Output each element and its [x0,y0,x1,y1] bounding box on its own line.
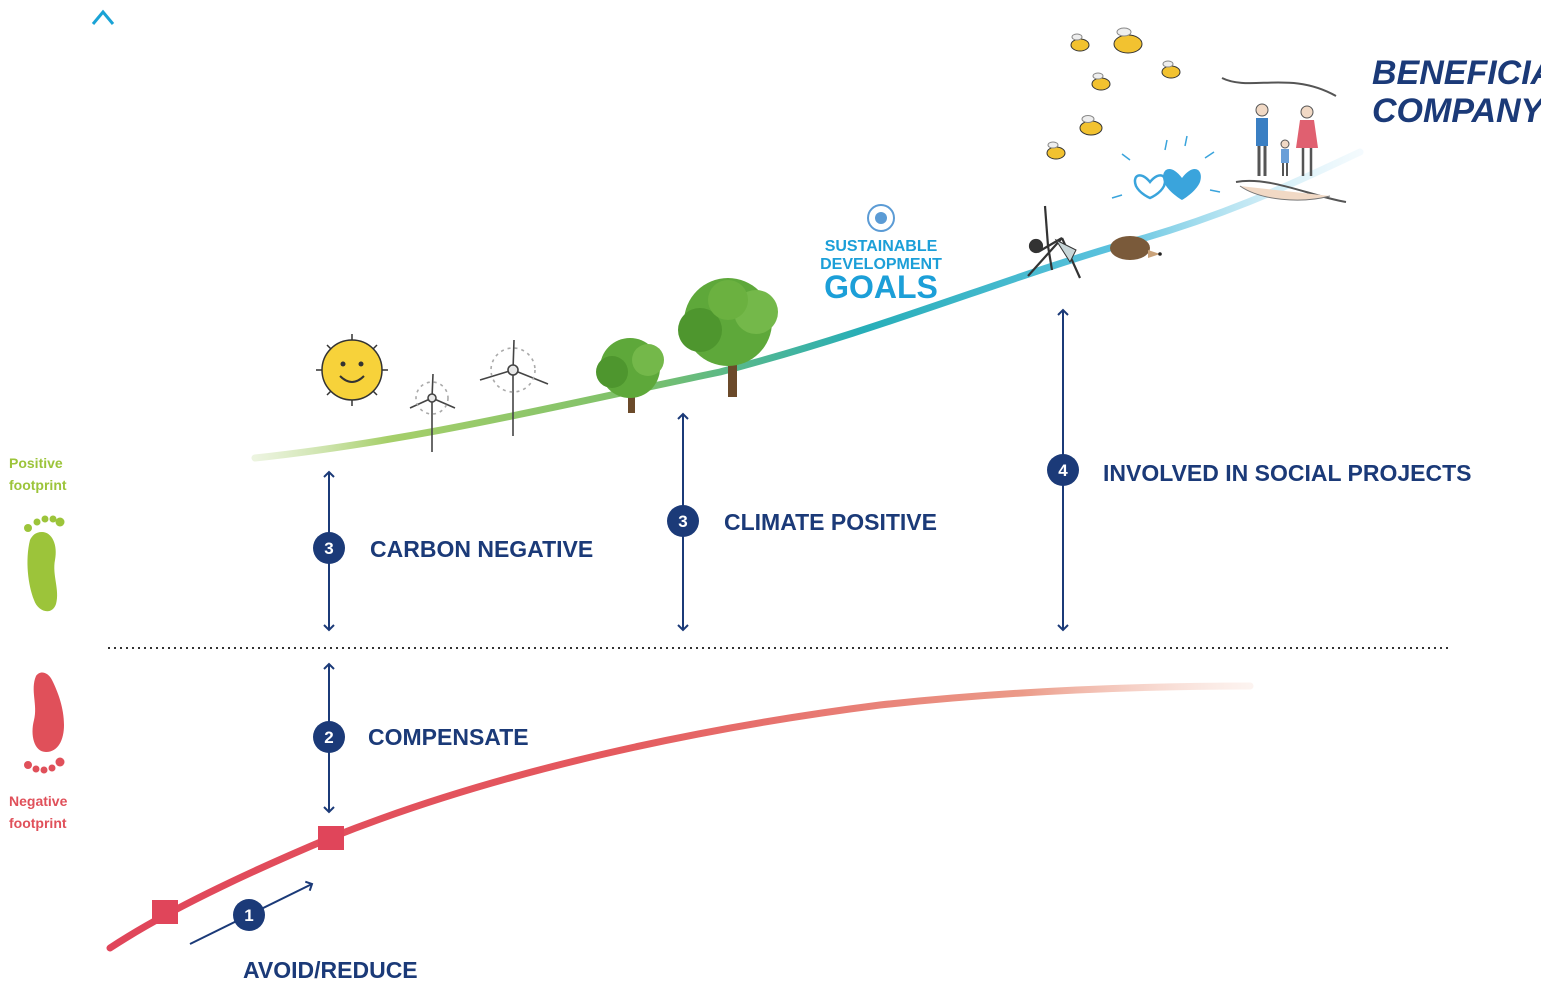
family-in-hands-icon [1221,77,1347,203]
step-1-badge [233,899,265,931]
bee-icon [1070,33,1090,52]
step-3a-label: CARBON NEGATIVE [370,536,593,562]
goal-line-1: BENEFICIAL [1372,54,1541,92]
un-emblem-icon [867,204,895,232]
goal-line-2: COMPANY [1372,92,1541,130]
step-carbon-negative: 3 CARBON NEGATIVE [313,470,593,632]
negative-label-1: Negative [9,793,68,809]
red-footprint-icon [24,672,65,774]
step-3b-badge [667,505,699,537]
sdg-line-2: DEVELOPMENT [820,256,942,273]
bee-icon [1046,141,1066,160]
curve-marker-1 [152,900,178,924]
step-social-projects: 4 INVOLVED IN SOCIAL PROJECTS [1047,308,1471,632]
step-1-label: AVOID/REDUCE [243,957,418,983]
hearts-icon [1111,135,1221,200]
tree-icon [596,338,664,413]
step-compensate: 2 COMPENSATE [313,662,529,814]
step-4-badge [1047,454,1079,486]
wind-turbine-icon [479,339,549,436]
step-4-number: 4 [1058,461,1068,480]
step-2-number: 2 [324,728,333,747]
sdg-line-3: GOALS [824,269,938,305]
bee-icon [1091,72,1111,91]
bee-icon [1079,115,1103,136]
wind-turbine-icon [409,373,456,452]
bee-icon [1161,60,1181,79]
curve-marker-2 [318,826,344,850]
negative-label-2: footprint [9,815,67,831]
step-avoid-reduce: 1 AVOID/REDUCE [189,880,418,983]
negative-footprint-curve [106,682,1254,952]
step-3a-badge [313,532,345,564]
green-footprint-icon [24,515,65,612]
step-3b-number: 3 [678,512,687,531]
yoga-person-icon [1027,205,1082,279]
step-1-number: 1 [244,906,253,925]
positive-label-2: footprint [9,477,67,493]
axis-arrow-icon [91,9,115,25]
vertical-axis [91,9,115,1000]
positive-footprint-curve [251,148,1364,462]
sdg-line-1: SUSTAINABLE [825,238,938,255]
step-3a-number: 3 [324,539,333,558]
tree-icon [678,278,778,397]
step-2-badge [313,721,345,753]
sun-icon [316,334,388,406]
positive-label-1: Positive [9,455,63,471]
step-climate-positive: 3 CLIMATE POSITIVE [667,412,937,632]
hedgehog-icon [1110,236,1162,260]
sdg-logo: SUSTAINABLE DEVELOPMENT GOALS [820,204,942,305]
step-4-label: INVOLVED IN SOCIAL PROJECTS [1103,460,1471,486]
bee-icon [1113,27,1143,54]
step-3b-label: CLIMATE POSITIVE [724,509,937,535]
step-2-label: COMPENSATE [368,724,529,750]
